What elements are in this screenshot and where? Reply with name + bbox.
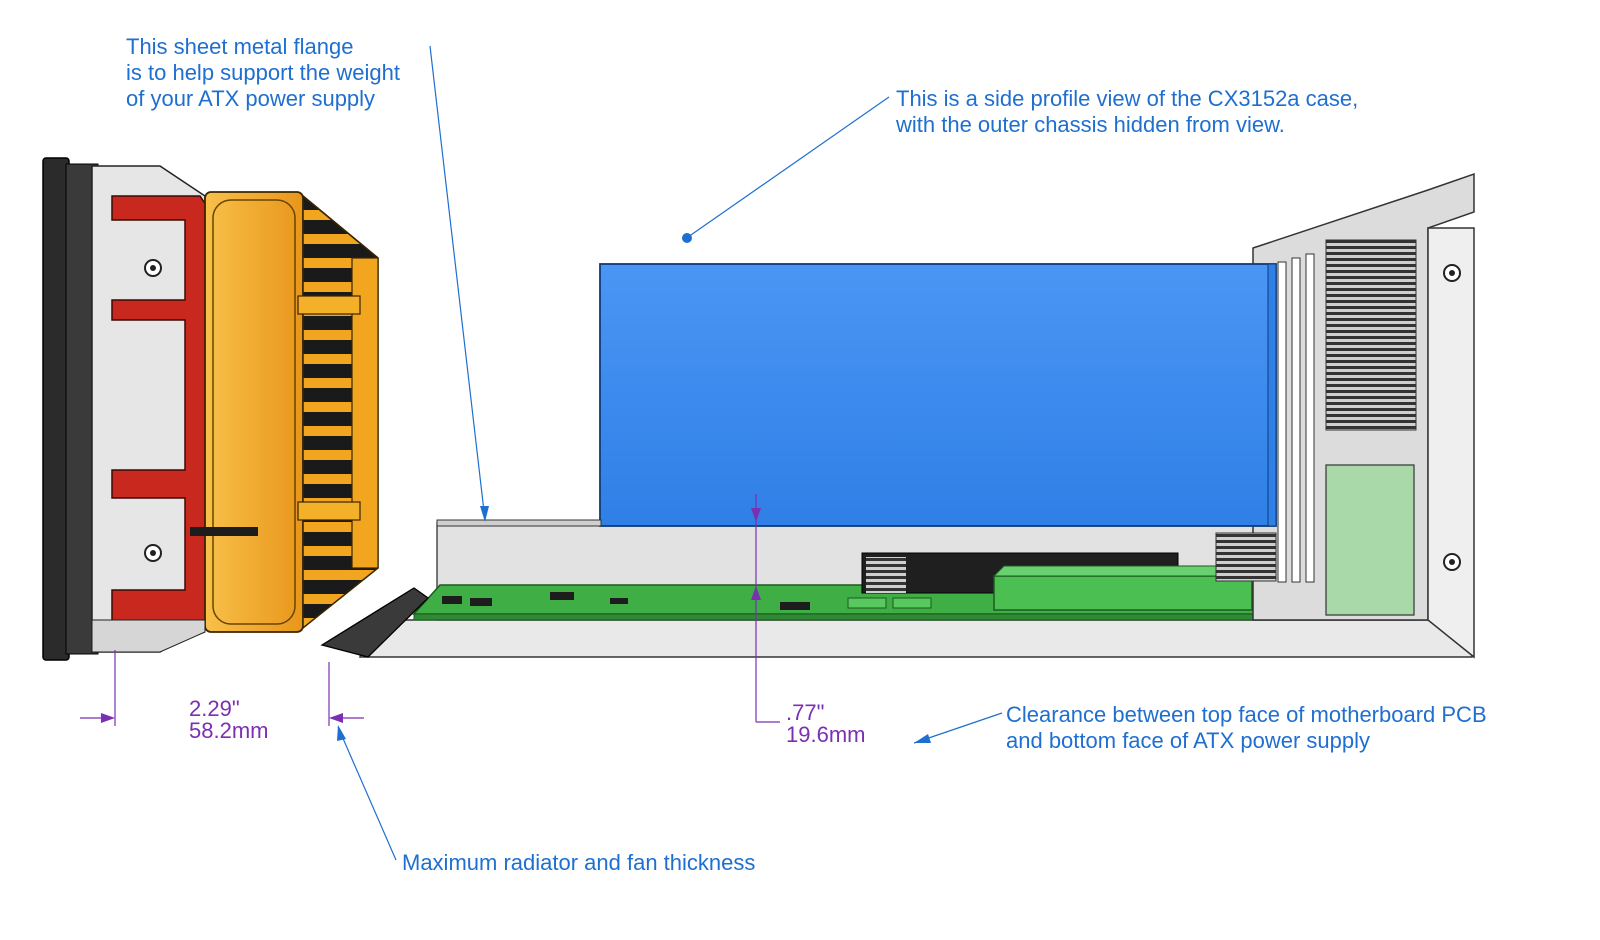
side-profile-callout: This is a side profile view of the CX315…: [896, 86, 1358, 138]
clearance-callout-line-1: Clearance between top face of motherboar…: [1006, 702, 1487, 727]
radiator-callout-line-1: Maximum radiator and fan thickness: [402, 850, 756, 875]
radiator-callout: Maximum radiator and fan thickness: [402, 850, 755, 876]
radiator-dimension-inch: 2.29": [189, 696, 240, 721]
flange-callout-line-1: This sheet metal flange: [126, 34, 354, 59]
flange-callout-line-2: is to help support the weight: [126, 60, 400, 85]
radiator-core: [204, 191, 304, 633]
clearance-callout-line-2: and bottom face of ATX power supply: [1006, 728, 1371, 753]
radiator-dimension-mm: 58.2mm: [189, 718, 269, 743]
side-profile-callout-line-1: This is a side profile view of the CX315…: [896, 86, 1359, 111]
flange-callout: This sheet metal flange is to help suppo…: [126, 34, 400, 112]
clearance-callout: Clearance between top face of motherboar…: [1006, 702, 1487, 754]
side-profile-callout-line-2: with the outer chassis hidden from view.: [896, 112, 1285, 137]
front-lip: [320, 587, 430, 658]
atx-power-supply: [599, 263, 1277, 527]
fan-bezel: [42, 157, 70, 661]
clearance-dimension-mm: 19.6mm: [786, 722, 866, 747]
clearance-dimension-label: .77" 19.6mm: [786, 702, 865, 746]
case-chassis: [320, 172, 1475, 659]
dimension-lines: [80, 494, 780, 726]
clearance-dimension-inch: .77": [786, 700, 825, 725]
sheet-metal-flange: [436, 519, 602, 527]
flange-callout-line-3: of your ATX power supply: [126, 86, 376, 111]
io-shield: [1325, 464, 1415, 616]
leader-lines: [337, 45, 1003, 861]
case-floor: [359, 619, 1473, 658]
radiator-dimension-label: 2.29" 58.2mm: [189, 698, 268, 742]
radiator-assembly: [42, 157, 379, 661]
